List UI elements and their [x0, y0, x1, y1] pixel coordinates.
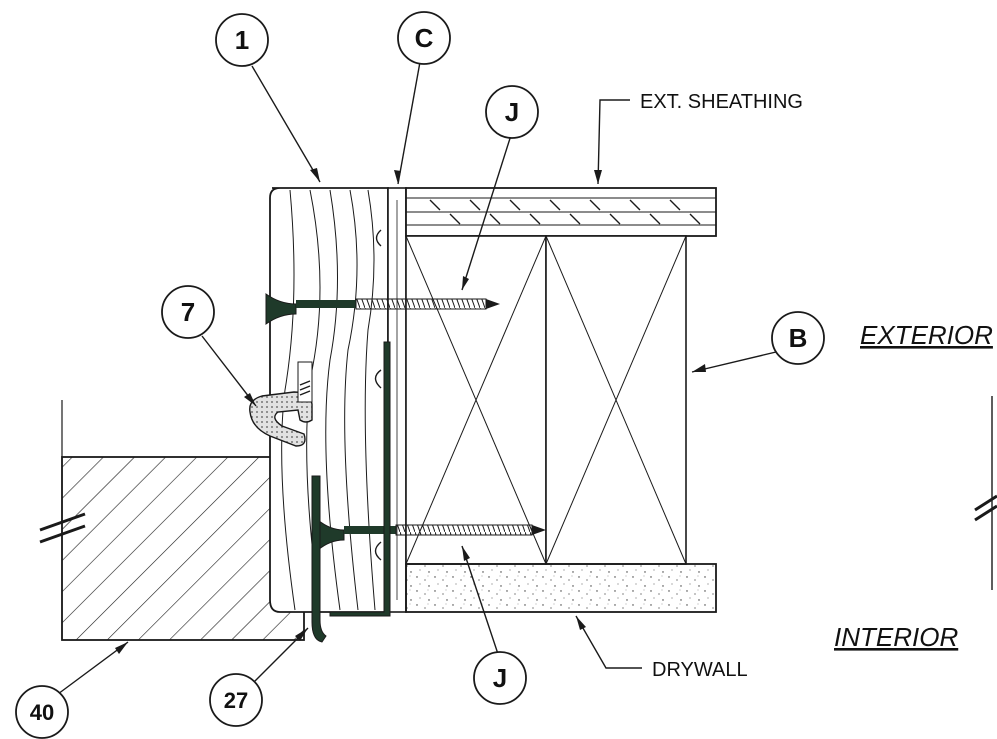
leader-arrowheads	[115, 168, 706, 654]
callout-b: B	[771, 311, 825, 365]
adjacent-detail-edge	[974, 396, 997, 590]
ext-sheathing-label: EXT. SHEATHING	[640, 91, 803, 113]
metal-clip-27	[311, 341, 391, 643]
callout-b-text: B	[789, 323, 808, 353]
callout-1-text: 1	[235, 25, 249, 55]
callout-7-text: 7	[181, 297, 195, 327]
leader-lines	[57, 61, 777, 695]
callout-j-top-text: J	[505, 97, 519, 127]
callout-27-text: 27	[224, 688, 248, 713]
callout-j-top: J	[485, 85, 539, 139]
gasket-7	[249, 361, 313, 447]
callout-j-bottom: J	[473, 651, 527, 705]
screw-top	[265, 293, 500, 325]
drywall-layer	[405, 563, 717, 613]
screw-bottom	[317, 518, 546, 552]
callout-c: C	[397, 11, 451, 65]
spacer-strip-c	[387, 187, 407, 613]
framing-studs-b	[405, 235, 687, 565]
drywall-label: DRYWALL	[652, 659, 748, 681]
interior-label: INTERIOR	[834, 622, 958, 652]
interior-trim-40	[39, 400, 305, 641]
callout-1: 1	[215, 13, 269, 67]
callout-27: 27	[209, 673, 263, 727]
exterior-sheathing	[405, 187, 717, 237]
exterior-label: EXTERIOR	[860, 320, 993, 350]
callout-j-bottom-text: J	[493, 663, 507, 693]
callout-40: 40	[15, 685, 69, 739]
callout-c-text: C	[415, 23, 434, 53]
callout-7: 7	[161, 285, 215, 339]
callout-40-text: 40	[30, 700, 54, 725]
